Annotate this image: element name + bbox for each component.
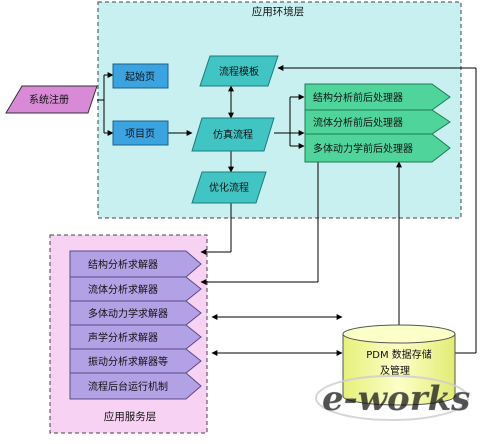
solver-acoustic-label: 声学分析求解器: [88, 331, 158, 344]
processor-multibody-label: 多体动力学前后处理器: [313, 142, 413, 155]
service-layer-title: 应用服务层: [104, 410, 157, 423]
flow-template-node: 流程模板: [199, 55, 279, 87]
system-register-node: 系统注册: [5, 85, 98, 114]
system-register-label: 系统注册: [29, 93, 69, 106]
processor-group: 结构分析前后处理器 流体分析前后处理器 多体动力学前后处理器: [304, 83, 451, 163]
pdm-label-line2: 及管理: [380, 364, 410, 377]
project-page-node: 项目页: [112, 120, 169, 146]
solver-background-mechanism: 流程后台运行机制: [69, 372, 202, 400]
eworks-watermark-text: e-works: [322, 379, 470, 419]
solver-multibody: 多体动力学求解器: [69, 300, 202, 326]
solver-fluid: 流体分析求解器: [69, 276, 202, 302]
processor-multibody: 多体动力学前后处理器: [304, 133, 451, 163]
processor-fluid: 流体分析前后处理器: [304, 109, 451, 135]
project-page-label: 项目页: [125, 128, 155, 140]
solver-acoustic: 声学分析求解器: [69, 324, 202, 350]
processor-structural-label: 结构分析前后处理器: [313, 91, 403, 104]
start-page-label: 起始页: [125, 70, 155, 83]
simulation-flow-label: 仿真流程: [213, 128, 253, 141]
solver-fluid-label: 流体分析求解器: [88, 283, 158, 296]
optimization-flow-node: 优化流程: [191, 171, 267, 204]
solver-multibody-label: 多体动力学求解器: [88, 307, 168, 320]
solver-structural-label: 结构分析求解器: [88, 258, 158, 271]
solver-background-mechanism-label: 流程后台运行机制: [88, 380, 168, 393]
optimization-flow-label: 优化流程: [209, 181, 249, 194]
solver-group: 结构分析求解器 流体分析求解器 多体动力学求解器 声学分析求解器 振动分析求解器…: [69, 250, 202, 400]
solver-structural: 结构分析求解器: [69, 250, 202, 278]
simulation-flow-node: 仿真流程: [191, 117, 275, 152]
app-layer-title: 应用环境层: [252, 5, 305, 18]
processor-structural: 结构分析前后处理器: [304, 83, 451, 111]
solver-vibration-label: 振动分析求解器等: [88, 355, 168, 368]
start-page-node: 起始页: [112, 63, 169, 89]
eworks-watermark: e-works: [315, 375, 471, 421]
solver-vibration: 振动分析求解器等: [69, 348, 202, 374]
processor-fluid-label: 流体分析前后处理器: [313, 116, 403, 129]
pdm-storage-node: PDM 数据存储 及管理: [342, 324, 456, 406]
flow-template-label: 流程模板: [219, 65, 259, 78]
connectors: [97, 65, 477, 356]
pdm-label-line1: PDM 数据存储: [366, 348, 432, 361]
